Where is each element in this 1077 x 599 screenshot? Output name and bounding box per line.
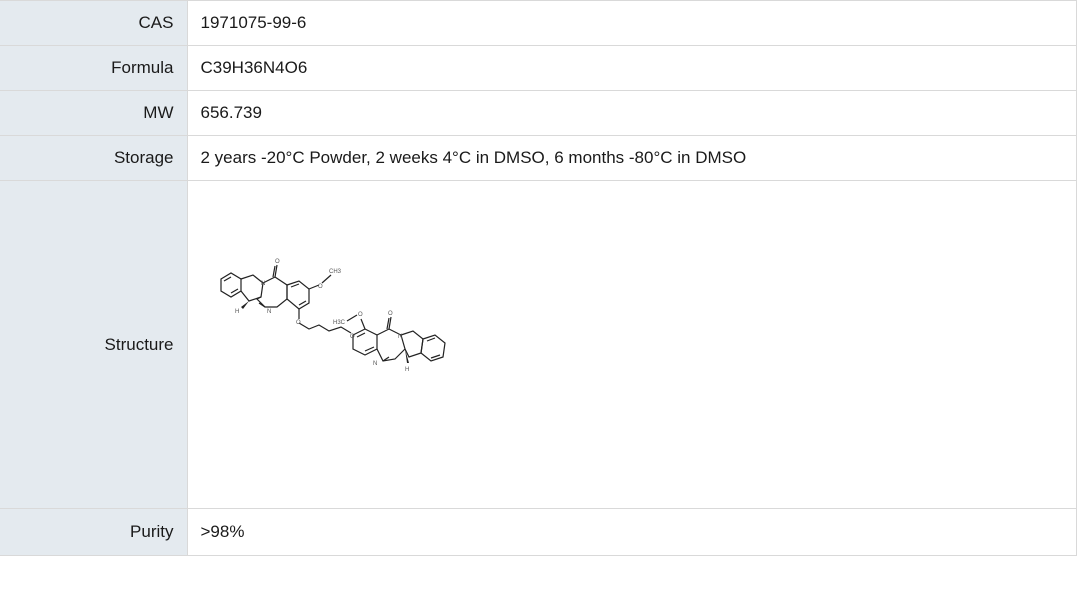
mw-value: 656.739: [187, 90, 1077, 136]
row-cas: CAS 1971075-99-6: [0, 0, 1077, 46]
atom-n-imine2: N: [373, 361, 377, 367]
atom-o-link1: O: [296, 320, 301, 326]
atom-o-bottom: O: [388, 311, 393, 317]
row-structure: Structure: [0, 180, 1077, 509]
purity-value: >98%: [187, 508, 1077, 556]
cas-value: 1971075-99-6: [187, 0, 1077, 46]
mw-label: MW: [0, 90, 188, 136]
atom-o-methoxy2: O: [358, 312, 363, 318]
atom-o-top: O: [275, 259, 280, 265]
structure-cell: O N H N O CH3 O O H3C O O N N H: [187, 180, 1077, 509]
atom-o-methoxy: O: [318, 284, 323, 290]
purity-label: Purity: [0, 508, 188, 556]
formula-value: C39H36N4O6: [187, 45, 1077, 91]
atom-h-top: H: [235, 309, 239, 315]
atom-ch3-top: CH3: [329, 269, 342, 275]
row-purity: Purity >98%: [0, 508, 1077, 556]
cas-label: CAS: [0, 0, 188, 46]
atom-h-bottom: H: [405, 367, 409, 373]
atom-o-link2: O: [350, 334, 355, 340]
storage-label: Storage: [0, 135, 188, 181]
atom-n-amide: N: [261, 281, 265, 287]
atom-n-amide2: N: [398, 334, 402, 340]
formula-label: Formula: [0, 45, 188, 91]
product-spec-table: CAS 1971075-99-6 Formula C39H36N4O6 MW 6…: [0, 0, 1077, 556]
atom-h3c-bottom: H3C: [333, 320, 346, 326]
structure-image: O N H N O CH3 O O H3C O O N N H: [201, 215, 521, 475]
row-formula: Formula C39H36N4O6: [0, 45, 1077, 91]
row-storage: Storage 2 years -20°C Powder, 2 weeks 4°…: [0, 135, 1077, 181]
storage-value: 2 years -20°C Powder, 2 weeks 4°C in DMS…: [187, 135, 1077, 181]
molecule-drawing: O N H N O CH3 O O H3C O O N N H: [219, 259, 446, 373]
row-mw: MW 656.739: [0, 90, 1077, 136]
structure-label: Structure: [0, 180, 188, 509]
atom-n-imine: N: [267, 309, 271, 315]
